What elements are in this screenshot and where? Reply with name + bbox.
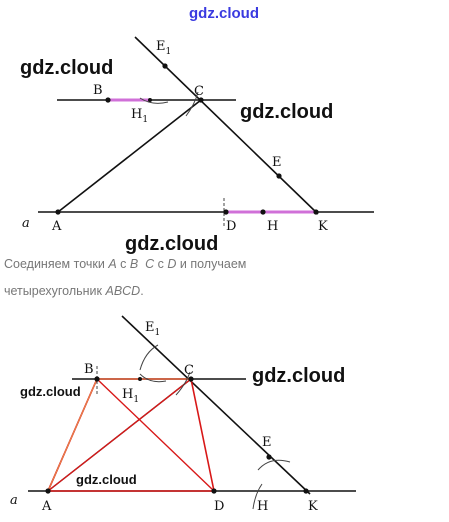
label-c-2: C: [184, 363, 194, 378]
label-a-line-2: a: [10, 493, 18, 508]
point-e1: [162, 63, 168, 69]
overlay-ab: [47, 378, 98, 492]
point-a: [55, 209, 61, 215]
arc-h-2: [252, 483, 263, 510]
point-b-2: [94, 376, 100, 382]
point-c-2: [188, 376, 194, 382]
line-e1-k: [134, 36, 319, 215]
watermark-3: gdz.cloud: [125, 233, 218, 255]
label-e-2: E: [262, 435, 272, 450]
diagonal-ac: [47, 378, 192, 492]
point-c: [198, 97, 204, 103]
watermark-6: gdz.cloud: [76, 472, 137, 487]
label-a: A: [51, 219, 62, 234]
arc-c-2: [175, 371, 191, 396]
point-k: [313, 209, 319, 215]
figure-1: a A B C E1 E D H K H1: [22, 36, 374, 234]
watermark-4: gdz.cloud: [252, 365, 345, 387]
figure-2: a A B C E1 E D H K H1: [10, 315, 356, 514]
label-a-line: a: [22, 216, 30, 231]
label-e1: E1: [156, 39, 171, 57]
point-d-2: [211, 488, 217, 494]
segment-ac: [57, 99, 202, 213]
point-a-2: [45, 488, 51, 494]
label-h1: H1: [131, 107, 148, 125]
caption-line-1: Соединяем точки A с B C с D и получаем: [4, 257, 247, 271]
label-k: K: [318, 219, 328, 234]
arc-h1: [139, 97, 169, 104]
label-b-2: B: [84, 362, 94, 377]
label-h: H: [267, 219, 278, 234]
point-h1-2: [138, 377, 142, 381]
watermark-top: gdz.cloud: [189, 5, 259, 22]
point-d: [223, 209, 229, 215]
point-h: [260, 209, 266, 215]
point-b: [105, 97, 111, 103]
watermark-2: gdz.cloud: [240, 101, 333, 123]
label-d-2: D: [214, 499, 224, 514]
arc-h1-2: [139, 373, 167, 383]
label-d: D: [226, 219, 236, 234]
point-k-2: [303, 488, 309, 494]
side-cd: [190, 378, 215, 492]
label-h-2: H: [257, 499, 268, 514]
line-e1-k-2: [121, 315, 311, 495]
point-e: [276, 173, 282, 179]
label-c: C: [194, 84, 204, 99]
point-h1: [148, 98, 152, 102]
watermark-1: gdz.cloud: [20, 57, 113, 79]
watermark-5: gdz.cloud: [20, 384, 81, 399]
label-e1-2: E1: [145, 320, 160, 338]
label-e: E: [272, 155, 282, 170]
label-b: B: [93, 83, 103, 98]
label-k-2: K: [308, 499, 318, 514]
caption-line-2: четырехугольник ABCD.: [4, 284, 144, 298]
diagonal-bd: [96, 378, 215, 492]
arc-c: [185, 91, 199, 117]
arc-e-2: [257, 459, 291, 471]
label-a-2: A: [41, 499, 52, 514]
point-e-2: [266, 454, 272, 460]
label-h1-2: H1: [122, 387, 139, 405]
arc-e1-2: [139, 344, 159, 371]
